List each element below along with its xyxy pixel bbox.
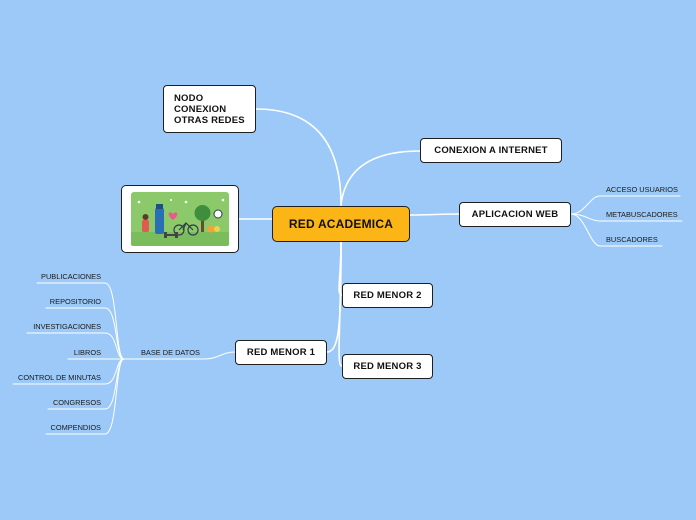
- link-red-menor-1: [326, 241, 342, 353]
- leaf-control-de-minutas-label: CONTROL DE MINUTAS: [18, 373, 101, 382]
- topic-red-menor-3[interactable]: RED MENOR 3: [342, 354, 433, 379]
- leaf-libros-label: LIBROS: [73, 348, 101, 357]
- leaf-compendios-label: COMPENDIOS: [50, 423, 101, 432]
- topic-aplicacion-web[interactable]: APLICACION WEB: [459, 202, 571, 227]
- link-aplicacion-web: [409, 213, 460, 216]
- leaf-acceso-usuarios-label: ACCESO USUARIOS: [606, 185, 678, 194]
- topic-nodo-line-2: CONEXION: [174, 103, 227, 115]
- leaf-repositorio[interactable]: REPOSITORIO: [50, 297, 101, 306]
- leaf-investigaciones[interactable]: INVESTIGACIONES: [33, 322, 101, 331]
- leaf-buscadores[interactable]: BUSCADORES: [606, 235, 658, 244]
- topic-aplicacion-web-label: APLICACION WEB: [471, 209, 559, 220]
- leaf-publicaciones-label: PUBLICACIONES: [41, 272, 101, 281]
- leaf-compendios[interactable]: COMPENDIOS: [50, 423, 101, 432]
- central-topic[interactable]: RED ACADEMICA: [272, 206, 410, 242]
- topic-nodo-line-3: OTRAS REDES: [174, 114, 245, 126]
- leaf-control-de-minutas[interactable]: CONTROL DE MINUTAS: [18, 373, 101, 382]
- link-nodo-conexion: [255, 108, 342, 206]
- leaf-libros[interactable]: LIBROS: [74, 348, 101, 357]
- leaf-publicaciones[interactable]: PUBLICACIONES: [41, 272, 101, 281]
- leaf-congresos-label: CONGRESOS: [52, 398, 101, 407]
- topic-conexion-internet[interactable]: CONEXION A INTERNET: [420, 138, 562, 163]
- link-repositorio: [45, 307, 125, 360]
- link-investigaciones: [26, 332, 125, 360]
- topic-red-menor-3-label: RED MENOR 3: [353, 361, 422, 372]
- leaf-metabuscadores[interactable]: METABUSCADORES: [606, 210, 678, 219]
- link-base-de-datos: [123, 351, 236, 360]
- leaf-acceso-usuarios[interactable]: ACCESO USUARIOS: [606, 185, 678, 194]
- topic-conexion-internet-label: CONEXION A INTERNET: [434, 145, 548, 156]
- topic-red-menor-1-label: RED MENOR 1: [246, 347, 316, 358]
- leaf-buscadores-label: BUSCADORES: [606, 235, 658, 244]
- subtopic-base-de-datos-label: BASE DE DATOS: [141, 348, 200, 357]
- link-metabuscadores: [570, 213, 683, 222]
- topic-red-menor-1[interactable]: RED MENOR 1: [235, 340, 327, 365]
- link-acceso-usuarios: [570, 195, 681, 215]
- link-compendios: [45, 358, 125, 435]
- leaf-repositorio-label: REPOSITORIO: [49, 297, 101, 306]
- central-topic-label: RED ACADEMICA: [288, 217, 394, 231]
- topic-red-menor-2[interactable]: RED MENOR 2: [342, 283, 433, 308]
- leaf-congresos[interactable]: CONGRESOS: [53, 398, 101, 407]
- topic-nodo-line-1: NODO: [174, 92, 204, 104]
- topic-nodo-conexion[interactable]: NODO CONEXION OTRAS REDES: [163, 85, 256, 133]
- topic-red-menor-2-label: RED MENOR 2: [353, 290, 422, 301]
- link-buscadores: [570, 213, 663, 247]
- link-conexion-internet: [340, 150, 421, 206]
- leaf-metabuscadores-label: METABUSCADORES: [606, 210, 678, 219]
- subtopic-base-de-datos[interactable]: BASE DE DATOS: [141, 348, 200, 357]
- link-publicaciones: [36, 282, 125, 360]
- image-node[interactable]: [121, 185, 239, 253]
- healthy-lifestyle-illustration-icon: [131, 192, 229, 246]
- leaf-investigaciones-label: INVESTIGACIONES: [33, 322, 101, 331]
